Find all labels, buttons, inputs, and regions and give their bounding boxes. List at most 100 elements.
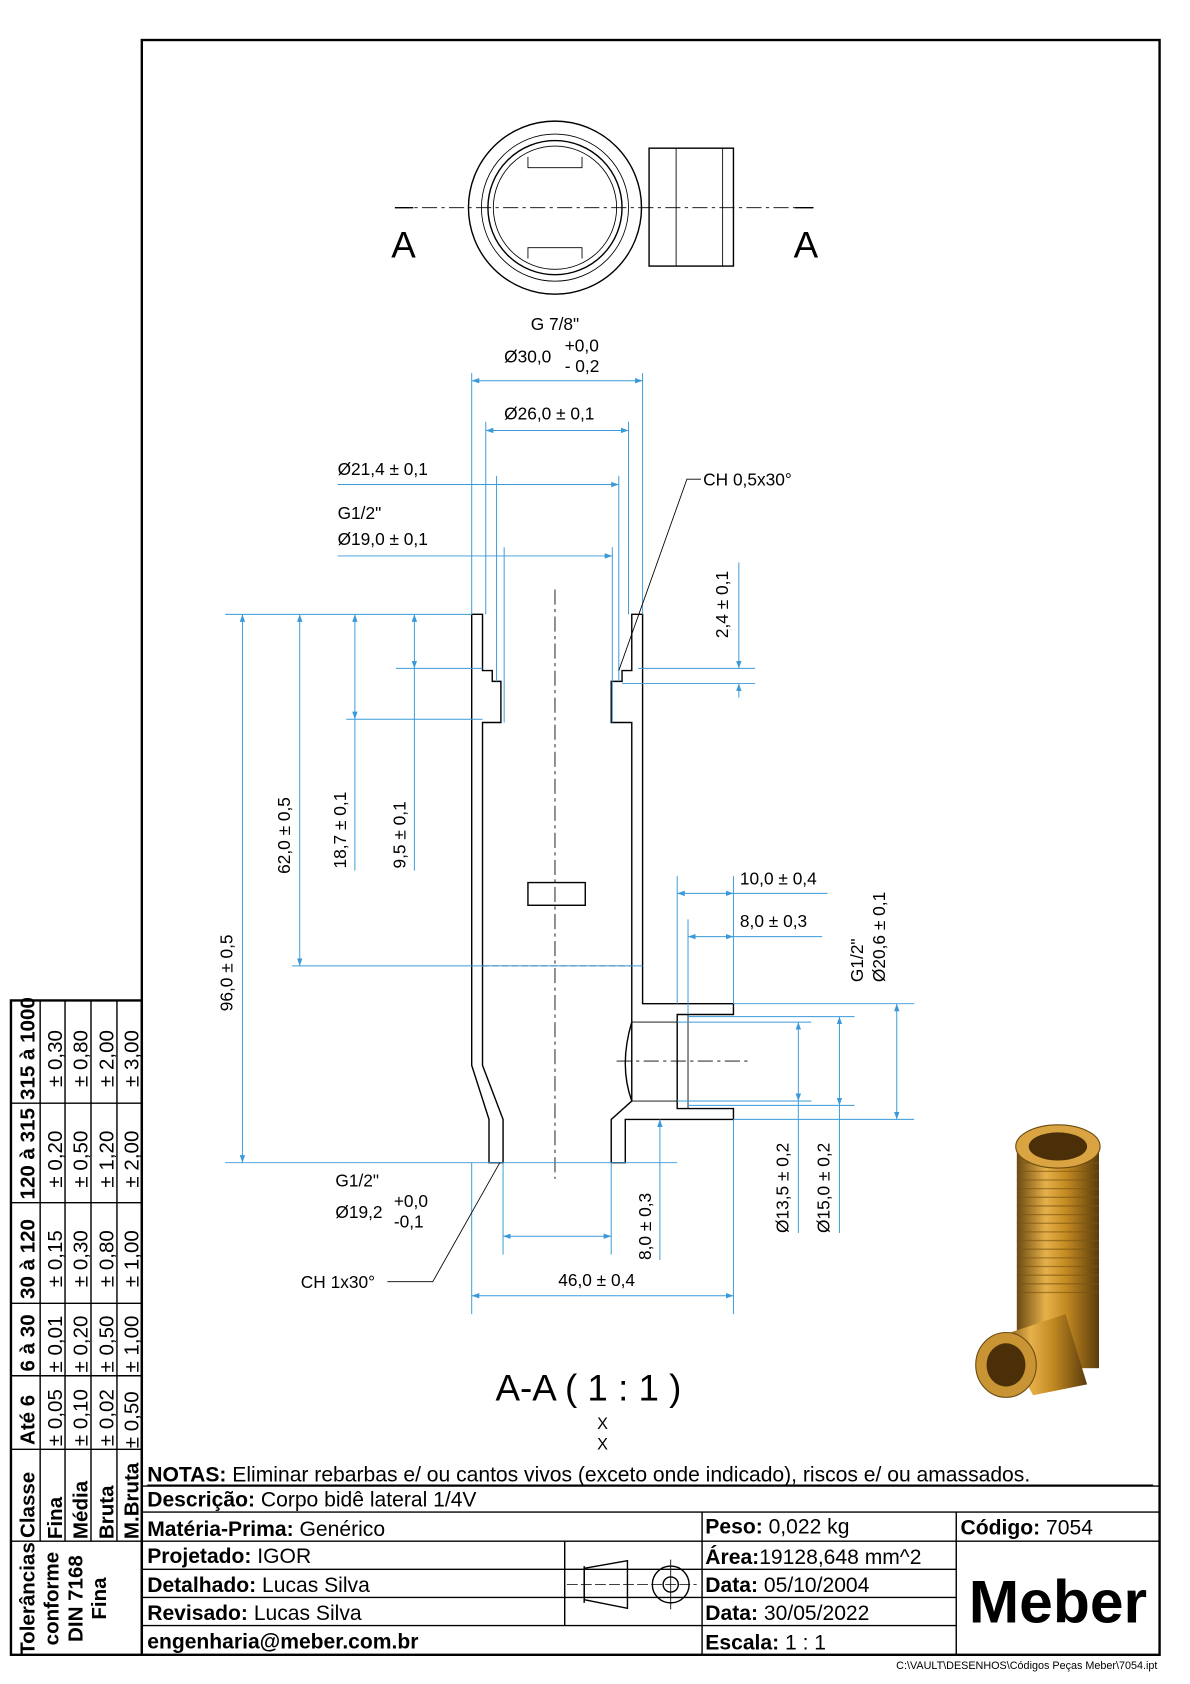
dim-d26: Ø26,0 ± 0,1 [504,404,594,424]
tolerance-value: ± 2,00 [96,1030,119,1087]
tolerance-title: Fina [88,1577,111,1620]
tolerance-title: DIN 7168 [64,1555,87,1642]
mark-x: X [597,1415,608,1433]
tolerance-value: ± 0,30 [44,1030,67,1087]
dim-h95: 9,5 ± 0,1 [390,801,410,868]
dim-d192-upper: +0,0 [394,1191,428,1211]
tolerance-value: ± 0,80 [70,1030,93,1087]
tolerance-value: ± 0,50 [70,1131,93,1188]
svg-text:Peso: 0,022 kg: Peso: 0,022 kg [705,1516,849,1539]
part-3d-render [975,1124,1101,1398]
section-label-right: A [794,224,819,265]
dim-d19: Ø19,0 ± 0,1 [338,529,428,549]
peso-value: 0,022 kg [769,1516,850,1539]
escala-value: 1 : 1 [785,1631,826,1654]
tolerance-header: Até 6 [17,1395,40,1445]
tolerance-value: ± 0,02 [96,1389,119,1446]
tolerance-value: ± 0,20 [70,1316,93,1373]
svg-text:Data: 30/05/2022: Data: 30/05/2022 [705,1602,869,1625]
dim-chamfer-bottom: CH 1x30° [301,1272,375,1292]
top-view: A A [391,120,819,295]
drawing-frame [140,38,1161,1656]
tolerance-value: ± 0,20 [44,1131,67,1188]
tolerance-header: Classe [17,1472,40,1538]
dim-w10: 10,0 ± 0,4 [740,869,817,889]
area-label: Área: [705,1546,759,1569]
svg-text:Projetado: IGOR: Projetado: IGOR [147,1545,311,1568]
dim-h96: 96,0 ± 0,5 [217,934,237,1011]
tolerance-class: M.Bruta [121,1462,144,1539]
dim-h8: 8,0 ± 0,3 [635,1193,655,1260]
dim-d192-lower: -0,1 [394,1212,424,1232]
tolerance-value: ± 0,50 [121,1391,144,1448]
tolerance-value: ± 0,15 [44,1230,67,1287]
dim-w46: 46,0 ± 0,4 [558,1270,635,1290]
dim-d30-lower: - 0,2 [565,356,600,376]
tolerance-value: ± 0,50 [96,1316,119,1373]
materia-value: Genérico [300,1518,386,1541]
dimensions: G 7/8" Ø30,0 +0,0 - 0,2 Ø26,0 ± 0,1 Ø21,… [217,314,915,1315]
dim-chamfer-top: CH 0,5x30° [703,470,792,490]
dim-d30: Ø30,0 [504,346,551,366]
dim-h62: 62,0 ± 0,5 [274,797,294,874]
data-revisao-value: 30/05/2022 [764,1602,870,1625]
dim-d206: Ø20,6 ± 0,1 [869,892,889,982]
tolerance-value: ± 0,10 [70,1389,93,1446]
tolerance-class: Média [70,1480,93,1539]
notes-label: NOTAS: [147,1464,226,1487]
descricao-label: Descrição: [147,1489,255,1512]
dim-bottom-thread: G1/2" [335,1170,379,1190]
data-criacao-label: Data: [705,1574,758,1597]
dim-h187: 18,7 ± 0,1 [330,792,350,869]
svg-text:NOTAS: Eliminar rebarbas e/ ou: NOTAS: Eliminar rebarbas e/ ou cantos vi… [147,1464,1030,1487]
peso-label: Peso: [705,1516,762,1539]
tolerance-value: ± 0,80 [96,1230,119,1287]
data-criacao-value: 05/10/2004 [764,1574,870,1597]
svg-text:Código: 7054: Código: 7054 [961,1517,1094,1540]
dim-w8: 8,0 ± 0,3 [740,911,807,931]
dim-d30-upper: +0,0 [565,336,599,356]
detalhado-label: Detalhado: [147,1574,256,1597]
tolerance-title: conforme [41,1552,64,1646]
section-title: A-A ( 1 : 1 ) [495,1368,681,1409]
svg-text:Detalhado: Lucas Silva: Detalhado: Lucas Silva [147,1574,370,1597]
tolerance-value: ± 0,05 [44,1389,67,1446]
section-view [470,589,749,1179]
tolerance-title: Tolerâncias [17,1542,40,1655]
svg-text:Escala: 1 : 1: Escala: 1 : 1 [705,1631,826,1654]
tolerance-value: ± 2,00 [121,1131,144,1188]
revisado-value: Lucas Silva [254,1602,362,1625]
file-path: C:\VAULT\DESENHOS\Códigos Peças Meber\70… [896,1660,1157,1672]
area-value: 19128,648 mm^2 [759,1546,921,1569]
mark-x: X [597,1435,608,1453]
section-label-left: A [391,224,416,265]
tolerance-value: ± 1,00 [121,1316,144,1373]
svg-text:Revisado: Lucas Silva: Revisado: Lucas Silva [147,1602,362,1625]
dim-side-thread: G1/2" [847,938,867,982]
tolerance-table: Tolerâncias conforme DIN 7168 Fina Class… [9,997,144,1656]
tolerance-value: ± 0,30 [70,1230,93,1287]
dim-thread-inner: G1/2" [338,503,382,523]
tolerance-header: 120 à 315 [17,1108,40,1199]
email-link[interactable]: engenharia@meber.com.br [147,1630,418,1653]
svg-text:Matéria-Prima: Genérico: Matéria-Prima: Genérico [147,1518,385,1541]
meber-logo: Meber [969,1567,1147,1635]
tolerance-class: Fina [44,1496,67,1539]
dim-d135: Ø13,5 ± 0,2 [773,1143,793,1233]
tolerance-value: ± 0,01 [44,1316,67,1373]
projection-symbol-icon [566,1559,697,1610]
materia-label: Matéria-Prima: [147,1518,293,1541]
tolerance-value: ± 1,20 [96,1131,119,1188]
descricao-value: Corpo bidê lateral 1/4V [261,1489,477,1512]
tolerance-value: ± 1,00 [121,1230,144,1287]
dim-d21: Ø21,4 ± 0,1 [338,459,428,479]
dim-d15: Ø15,0 ± 0,2 [814,1143,834,1233]
tolerance-header: 30 à 120 [17,1219,40,1299]
notes-text: Eliminar rebarbas e/ ou cantos vivos (ex… [232,1464,1030,1487]
codigo-label: Código: [961,1517,1041,1540]
tolerance-header: 315 à 1000 [17,997,40,1100]
projetado-value: IGOR [257,1545,311,1568]
detalhado-value: Lucas Silva [262,1574,370,1597]
data-revisao-label: Data: [705,1602,758,1625]
